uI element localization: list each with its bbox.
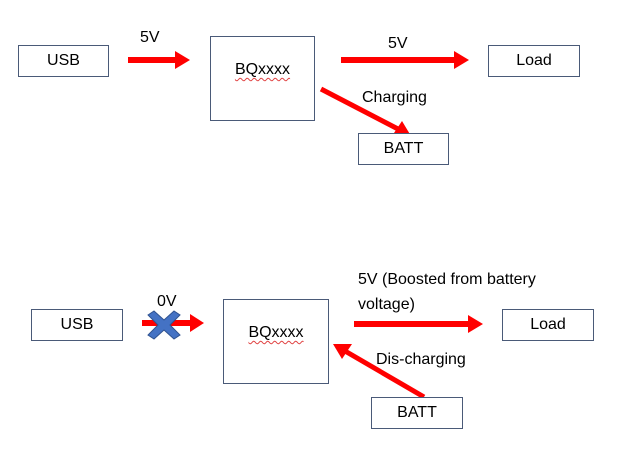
usb-label: USB [47, 52, 80, 69]
load-label: Load [516, 52, 552, 69]
usb-box-discharging: USB [31, 309, 123, 341]
load-box: Load [488, 45, 580, 77]
arrow-batt-to-chip-discharging [333, 344, 426, 400]
input-voltage-label: 5V [140, 29, 160, 46]
charging-label: Charging [362, 89, 427, 106]
batt-box: BATT [358, 133, 449, 165]
usb-box: USB [18, 45, 109, 77]
blocked-x-icon [147, 310, 181, 340]
arrow-chip-to-load-boosted [354, 315, 483, 333]
batt-label: BATT [397, 404, 437, 421]
load-box-discharging: Load [502, 309, 594, 341]
boosted-voltage-label-line2: voltage) [358, 296, 415, 313]
arrow-chip-to-load [341, 51, 469, 69]
chip-label: BQxxxx [248, 324, 304, 341]
batt-box-discharging: BATT [371, 397, 463, 429]
discharging-label: Dis-charging [376, 351, 466, 368]
boosted-voltage-label-line1: 5V (Boosted from battery [358, 271, 536, 288]
load-label: Load [530, 316, 566, 333]
arrow-chip-to-batt-charging [319, 86, 411, 136]
input-voltage-label-discharging: 0V [157, 293, 177, 310]
usb-label: USB [60, 316, 94, 333]
output-voltage-label: 5V [388, 35, 408, 52]
batt-label: BATT [383, 140, 424, 157]
chip-label: BQxxxx [234, 61, 291, 78]
chip-box-discharging: BQxxxx [223, 299, 329, 384]
arrow-usb-to-chip [128, 51, 190, 69]
chip-box: BQxxxx [210, 36, 315, 121]
